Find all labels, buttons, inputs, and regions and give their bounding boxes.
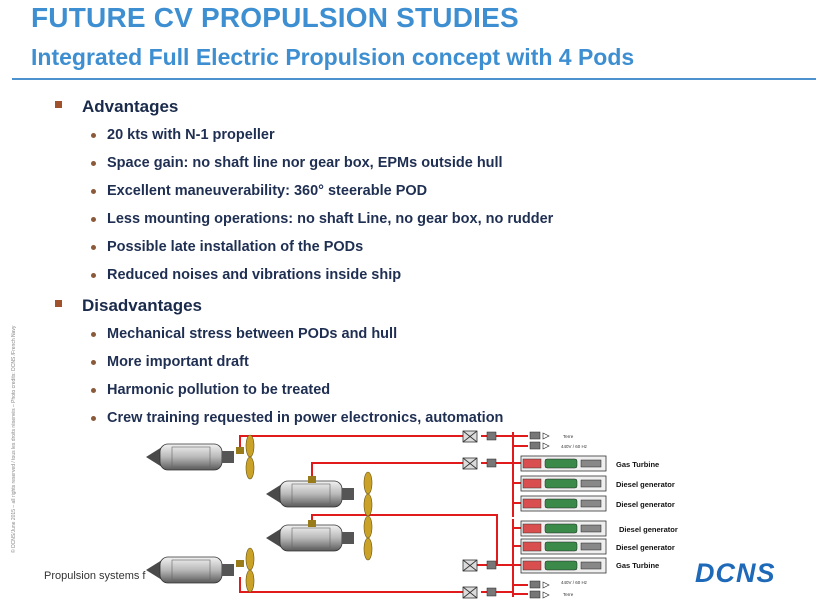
- advantages-heading: Advantages: [82, 97, 179, 116]
- pod-icon: [266, 515, 373, 561]
- bullet-icon: [91, 245, 96, 250]
- generator-label: Diesel generator: [616, 480, 675, 489]
- supply-label: 440V / 60 Hz: [561, 444, 588, 449]
- supply-label: 440V / 60 Hz: [561, 580, 588, 585]
- disadvantages-heading: Disadvantages: [82, 296, 202, 315]
- bullet-icon: [91, 273, 96, 278]
- advantage-item: Possible late installation of the PODs: [107, 239, 364, 255]
- generator-label: Diesel generator: [616, 543, 675, 552]
- disadvantage-item: Mechanical stress between PODs and hull: [107, 326, 398, 342]
- advantage-item: Space gain: no shaft line nor gear box, …: [107, 155, 503, 171]
- square-bullet-icon: [55, 101, 62, 108]
- copyright-note: © DCNS/June 2015 – all rights reserved /…: [11, 325, 17, 553]
- bullet-icon: [91, 161, 96, 166]
- generator-label: Gas Turbine: [616, 561, 659, 570]
- earth-label: Terre: [563, 434, 574, 439]
- footer-text: Propulsion systems f: [44, 570, 146, 582]
- advantage-item: Less mounting operations: no shaft Line,…: [107, 211, 554, 227]
- disadvantage-item: Harmonic pollution to be treated: [107, 382, 331, 398]
- bullet-icon: [91, 416, 96, 421]
- earth-label: Terre: [563, 592, 574, 597]
- bullet-icon: [91, 332, 96, 337]
- slide-title: FUTURE CV PROPULSION STUDIES: [31, 2, 519, 33]
- advantage-item: Reduced noises and vibrations inside shi…: [107, 267, 402, 283]
- bullet-icon: [91, 133, 96, 138]
- advantage-item: Excellent maneuverability: 360° steerabl…: [107, 183, 428, 199]
- bullet-icon: [91, 189, 96, 194]
- generator-label: Diesel generator: [616, 500, 675, 509]
- title-divider: [12, 78, 816, 80]
- pod-icon: [266, 471, 373, 517]
- slide-subtitle: Integrated Full Electric Propulsion conc…: [31, 44, 635, 70]
- dcns-logo: DCNS: [695, 558, 776, 589]
- bullet-icon: [91, 360, 96, 365]
- advantage-item: 20 kts with N-1 propeller: [107, 127, 275, 143]
- disadvantage-item: More important draft: [107, 354, 249, 370]
- bullet-icon: [91, 217, 96, 222]
- pod-icon: [146, 547, 255, 593]
- generator-label: Diesel generator: [619, 525, 678, 534]
- converter-icons: [462, 430, 550, 599]
- logo-text: DCNS: [695, 558, 776, 588]
- square-bullet-icon: [55, 300, 62, 307]
- electrical-wiring: [239, 432, 528, 597]
- generator-sets: [520, 455, 607, 574]
- pod-icon: [146, 434, 255, 480]
- disadvantage-item: Crew training requested in power electro…: [107, 410, 504, 426]
- bullet-icon: [91, 388, 96, 393]
- generator-label: Gas Turbine: [616, 460, 659, 469]
